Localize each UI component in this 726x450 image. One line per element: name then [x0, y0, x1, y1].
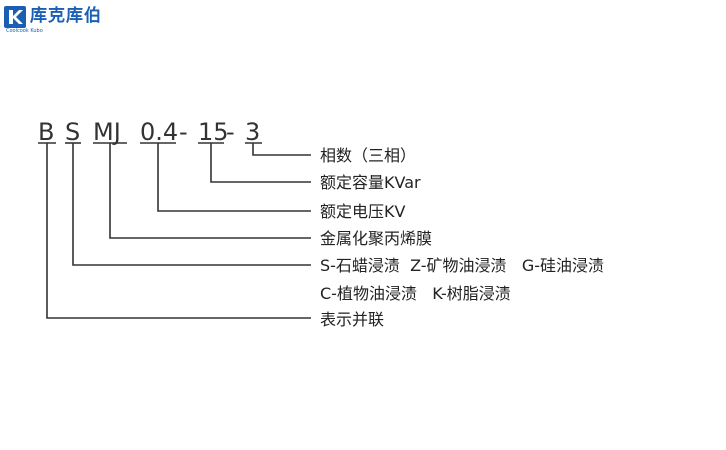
desc-film: 金属化聚丙烯膜: [320, 229, 432, 248]
desc-capacity: 额定容量KVar: [320, 173, 421, 192]
leader-capacity: [210, 143, 311, 183]
leader-film: [109, 143, 311, 239]
code-separator-1: -: [179, 118, 188, 146]
code-part-mj: MJ: [93, 118, 121, 146]
desc-impregnant-1: S-石蜡浸渍 Z-矿物油浸渍 G-硅油浸渍: [320, 256, 604, 275]
brand-logo: 库克库伯 Coolcook Kubo: [4, 4, 154, 34]
code-separator-2: -: [226, 118, 235, 146]
leader-impregnant: [72, 143, 311, 266]
brand-name: 库克库伯: [30, 6, 102, 26]
desc-voltage: 额定电压KV: [320, 202, 405, 221]
code-part-b: B: [38, 118, 54, 146]
code-part-capacity: 15: [198, 118, 229, 146]
desc-impregnant-2: C-植物油浸渍 K-树脂浸渍: [320, 284, 511, 303]
code-part-phase: 3: [245, 118, 260, 146]
leader-voltage: [157, 143, 311, 212]
desc-parallel: 表示并联: [320, 310, 384, 329]
leader-parallel: [46, 143, 311, 319]
code-part-s: S: [65, 118, 80, 146]
desc-phase: 相数（三相）: [320, 146, 416, 165]
leader-phase: [252, 143, 311, 156]
code-part-voltage: 0.4: [140, 118, 178, 146]
brand-subtitle: Coolcook Kubo: [6, 28, 43, 34]
brand-logo-icon: [4, 6, 26, 28]
